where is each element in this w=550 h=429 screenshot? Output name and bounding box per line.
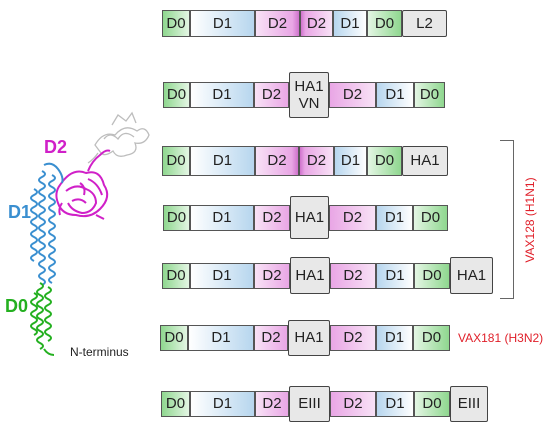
d2-segment: D2 xyxy=(255,10,300,37)
d2-segment: D2 xyxy=(254,325,288,351)
d1-segment: D1 xyxy=(376,325,413,351)
d0-segment: D0 xyxy=(367,146,402,176)
d2-segment: D2 xyxy=(330,325,376,351)
d2-segment: D2 xyxy=(330,391,376,417)
d0-segment: D0 xyxy=(161,391,190,417)
d1-segment: D1 xyxy=(188,325,254,351)
insert-segment: HA1 xyxy=(450,257,493,294)
d0-segment: D0 xyxy=(160,325,188,351)
d0-segment: D0 xyxy=(162,262,190,289)
d1-segment: D1 xyxy=(334,146,367,176)
h3n2-label: VAX181 (H3N2) xyxy=(458,331,544,345)
d1-segment: D1 xyxy=(190,10,255,37)
d2-segment: D2 xyxy=(330,262,376,289)
h1n1-group-bracket xyxy=(500,140,514,299)
d0-segment: D0 xyxy=(413,204,448,231)
insert-segment: L2 xyxy=(402,10,447,37)
d1-domain-label: D1 xyxy=(8,202,32,222)
d0-segment: D0 xyxy=(162,10,190,37)
d0-segment: D0 xyxy=(163,204,190,231)
h1n1-group-label: VAX128 (H1N1) xyxy=(523,177,537,263)
d1-segment: D1 xyxy=(376,204,413,231)
d0-segment: D0 xyxy=(367,10,402,37)
insert-segment: HA1 xyxy=(402,146,448,176)
d0-domain-label: D0 xyxy=(5,296,29,316)
insert-segment: HA1 xyxy=(290,257,330,294)
d1-segment: D1 xyxy=(190,391,255,417)
d2-segment: D2 xyxy=(254,204,290,231)
d2-segment: D2 xyxy=(254,82,289,108)
insert-segment: EIII xyxy=(289,386,330,422)
insert-segment: HA1 xyxy=(290,196,329,239)
d2-segment: D2 xyxy=(300,10,333,37)
d1-segment: D1 xyxy=(333,10,367,37)
d0-segment: D0 xyxy=(414,391,450,417)
d2-segment: D2 xyxy=(329,82,376,108)
d1-segment: D1 xyxy=(376,262,414,289)
d2-segment: D2 xyxy=(299,146,334,176)
insert-segment: HA1 xyxy=(288,320,330,356)
d1-segment: D1 xyxy=(190,262,254,289)
d1-segment: D1 xyxy=(376,82,414,108)
d1-segment: D1 xyxy=(190,204,254,231)
d1-segment: D1 xyxy=(190,82,254,108)
n-terminus-label: N-terminus xyxy=(70,345,129,359)
insert-segment: HA1 VN xyxy=(289,72,329,118)
insert-segment: EIII xyxy=(450,386,488,422)
d2-domain-label: D2 xyxy=(44,137,68,157)
d0-segment: D0 xyxy=(413,325,450,351)
d0-segment: D0 xyxy=(414,262,450,289)
d0-segment: D0 xyxy=(414,82,445,108)
d1-segment: D1 xyxy=(376,391,414,417)
d1-segment: D1 xyxy=(190,146,255,176)
d2-segment: D2 xyxy=(329,204,376,231)
protein-structure-illustration xyxy=(30,111,150,356)
d0-segment: D0 xyxy=(163,82,190,108)
d2-segment: D2 xyxy=(255,146,299,176)
d0-segment: D0 xyxy=(162,146,190,176)
d2-segment: D2 xyxy=(254,262,290,289)
d2-segment: D2 xyxy=(255,391,289,417)
